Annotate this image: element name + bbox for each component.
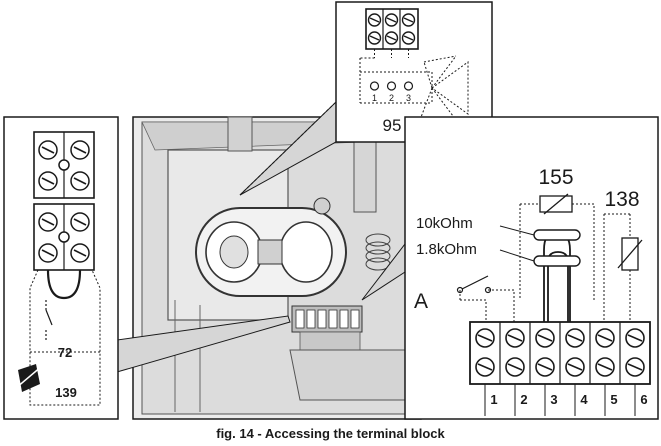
switch-a-label: A (414, 290, 428, 313)
terminal-number-4: 4 (580, 392, 588, 407)
left-inset: 72 139 (3, 116, 119, 420)
terminal-block-6way (469, 321, 651, 385)
room-thermostat-switch-icon (45, 300, 53, 340)
top-terminal-label-3: 3 (406, 93, 411, 103)
left-terminal-block-upper (33, 131, 95, 199)
bridge-wire (46, 269, 82, 300)
resistor-10k-label: 10kOhm (416, 215, 473, 232)
sensor-155-icon (539, 193, 573, 215)
resistor-10k-icon (533, 229, 581, 241)
terminal-number-6: 6 (640, 392, 647, 407)
top-terminal-block (365, 8, 419, 50)
outdoor-sensor-icon (15, 364, 43, 392)
thermostat-138-label: 138 (604, 188, 639, 211)
sensor-ref-number: 139 (55, 385, 77, 400)
right-inset: 155 138 10kOhm 1.8kOhm A (404, 116, 659, 420)
top-terminal-label-2: 2 (389, 93, 394, 103)
terminal-number-1: 1 (490, 392, 497, 407)
resistor-1-8k-icon (533, 255, 581, 267)
resistor-1-8k-label: 1.8kOhm (416, 241, 477, 258)
figure-caption: fig. 14 - Accessing the terminal block (216, 426, 445, 441)
left-terminal-block-lower (33, 203, 95, 271)
top-terminal-label-1: 1 (372, 93, 377, 103)
terminal-number-3: 3 (550, 392, 557, 407)
top-ref-number: 95 (383, 116, 402, 135)
switch-ref-number: 72 (58, 345, 72, 360)
terminal-number-5: 5 (610, 392, 617, 407)
thermostat-138-icon (617, 237, 643, 271)
sensor-155-label: 155 (538, 166, 573, 189)
terminal-number-2: 2 (520, 392, 527, 407)
